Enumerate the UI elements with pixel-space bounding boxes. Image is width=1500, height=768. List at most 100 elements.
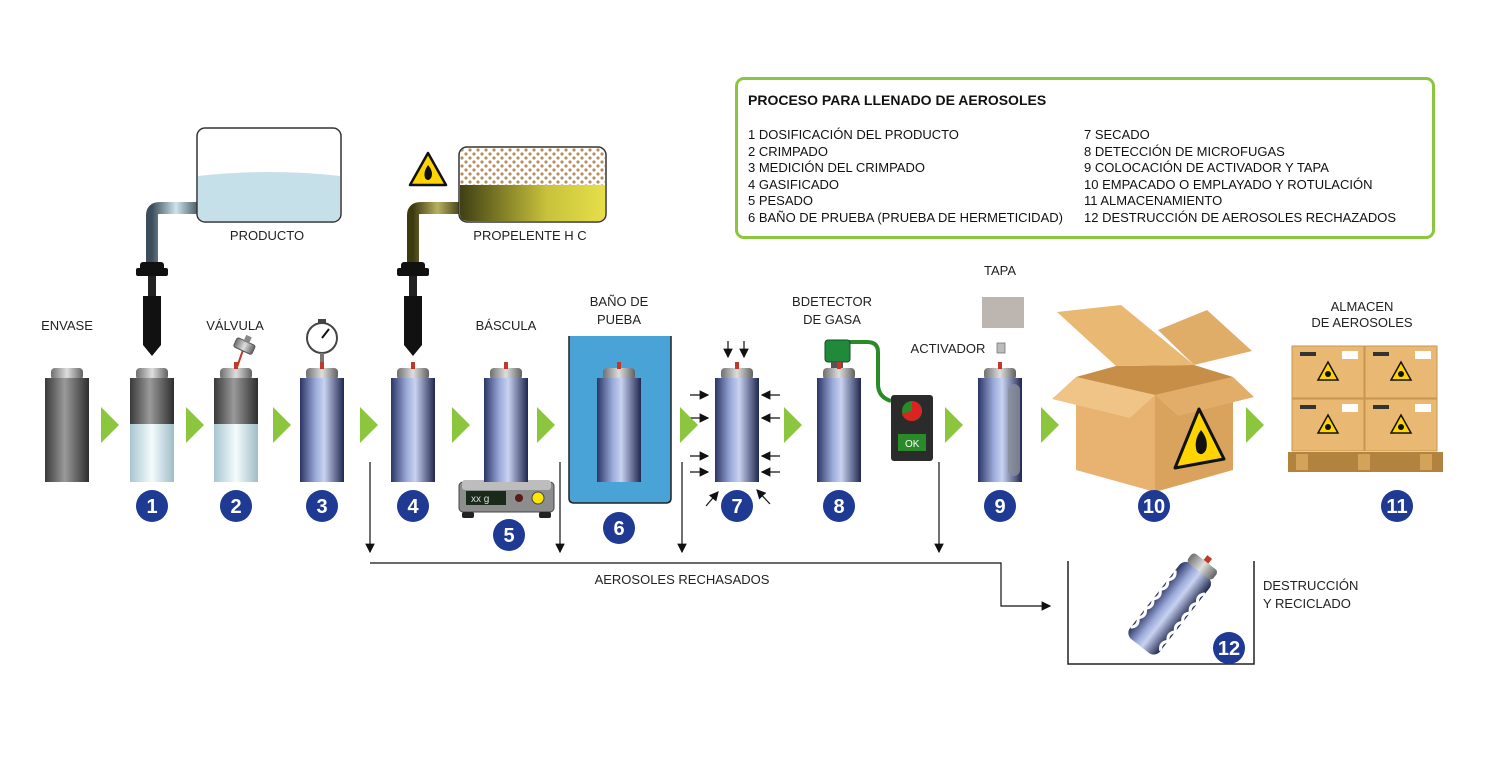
step-badge: 7 bbox=[721, 490, 753, 522]
step-number: 4 bbox=[407, 496, 419, 518]
label-almacen-2: DE AEROSOLES bbox=[1311, 315, 1412, 330]
aerosol-can bbox=[391, 362, 435, 482]
gauge-icon bbox=[306, 319, 338, 369]
warehouse-box bbox=[1291, 345, 1365, 399]
label-producto: PRODUCTO bbox=[230, 228, 304, 243]
detector-ok-label: OK bbox=[905, 439, 920, 450]
step-badge: 3 bbox=[306, 490, 338, 522]
aerosol-can bbox=[715, 362, 759, 482]
legend-item: 8 DETECCIÓN DE MICROFUGAS bbox=[1084, 143, 1285, 159]
step-badge: 2 bbox=[220, 490, 252, 522]
product-tank bbox=[136, 127, 342, 356]
step-badge: 4 bbox=[397, 490, 429, 522]
label-propelente: PROPELENTE H C bbox=[473, 228, 586, 243]
warehouse-box bbox=[1291, 398, 1365, 452]
flow-arrow-icon bbox=[680, 407, 698, 443]
label-rechazados: AEROSOLES RECHASADOS bbox=[595, 572, 770, 587]
scale-display: xx g bbox=[471, 494, 489, 505]
label-detector-2: DE GASA bbox=[803, 312, 861, 327]
dry-arrow bbox=[705, 491, 719, 507]
step-number: 3 bbox=[316, 496, 327, 518]
aerosol-can bbox=[817, 362, 861, 482]
label-almacen-1: ALMACEN bbox=[1331, 299, 1394, 314]
step-number: 9 bbox=[994, 496, 1005, 518]
legend-item: 11 ALMACENAMIENTO bbox=[1084, 193, 1223, 208]
label-valvula: VÁLVULA bbox=[206, 318, 264, 333]
legend-column-1: 1 DOSIFICACIÓN DEL PRODUCTO 2 CRIMPADO 3… bbox=[748, 127, 1063, 226]
gas-detector: OK bbox=[824, 339, 933, 461]
label-envase: ENVASE bbox=[41, 318, 93, 333]
scale: xx g bbox=[458, 480, 555, 518]
step-badge: 1 bbox=[136, 490, 168, 522]
step-number: 10 bbox=[1143, 496, 1165, 518]
step-number: 2 bbox=[230, 496, 241, 518]
step-number: 11 bbox=[1386, 496, 1407, 518]
label-destruccion-2: Y RECICLADO bbox=[1263, 596, 1351, 611]
step-number: 1 bbox=[146, 496, 157, 518]
flow-arrow-icon bbox=[273, 407, 291, 443]
label-activador: ACTIVADOR bbox=[911, 341, 986, 356]
aerosol-can bbox=[300, 362, 344, 482]
flow-arrow-icon bbox=[945, 407, 963, 443]
step-badge: 5 bbox=[493, 519, 525, 551]
drying-arrows bbox=[690, 341, 780, 507]
step-badge: 11 bbox=[1381, 490, 1413, 522]
labels: ENVASE PRODUCTO VÁLVULA PROPELENTE H C B… bbox=[41, 228, 1413, 611]
flammable-warning-icon bbox=[408, 151, 448, 187]
propellant-tank bbox=[397, 146, 607, 356]
aerosol-can bbox=[214, 362, 258, 482]
legend-column-2: 7 SECADO 8 DETECCIÓN DE MICROFUGAS 9 COL… bbox=[1084, 127, 1396, 226]
legend-item: 7 SECADO bbox=[1084, 127, 1150, 142]
flow-arrow-icon bbox=[1041, 407, 1059, 443]
step-badge: 12 bbox=[1213, 632, 1245, 664]
legend-item: 6 BAÑO DE PRUEBA (PRUEBA DE HERMETICIDAD… bbox=[748, 209, 1063, 225]
destruction-bin bbox=[1067, 553, 1255, 665]
step-number: 5 bbox=[503, 525, 514, 547]
legend-item: 9 COLOCACIÓN DE ACTIVADOR Y TAPA bbox=[1084, 160, 1329, 175]
flow-arrow-icon bbox=[360, 407, 378, 443]
warehouse-box bbox=[1364, 398, 1438, 452]
flow-arrow-icon bbox=[1246, 407, 1264, 443]
step-badge: 6 bbox=[603, 512, 635, 544]
label-detector-1: BDETECTOR bbox=[792, 294, 872, 309]
flow-arrow-icon bbox=[101, 407, 119, 443]
aerosol-can bbox=[130, 368, 174, 482]
cardboard-box bbox=[1052, 305, 1254, 492]
flow-arrow-icon bbox=[452, 407, 470, 443]
legend-item: 3 MEDICIÓN DEL CRIMPADO bbox=[748, 160, 925, 175]
legend-item: 4 GASIFICADO bbox=[748, 176, 840, 192]
label-bascula: BÁSCULA bbox=[476, 318, 537, 333]
aerosol-can bbox=[484, 362, 528, 482]
flammable-warning-icon bbox=[1173, 407, 1226, 470]
legend-title: PROCESO PARA LLENADO DE AEROSOLES bbox=[748, 92, 1047, 108]
flow-arrow-icon bbox=[537, 407, 555, 443]
legend-item: 1 DOSIFICACIÓN DEL PRODUCTO bbox=[748, 127, 959, 142]
step-number: 6 bbox=[613, 518, 624, 540]
flow-arrows bbox=[101, 407, 1264, 443]
warehouse-box bbox=[1364, 345, 1438, 399]
reject-lines bbox=[365, 462, 1052, 611]
step-number: 8 bbox=[833, 496, 844, 518]
dry-arrow bbox=[756, 489, 771, 505]
aerosol-can bbox=[978, 362, 1022, 482]
legend-item: 12 DESTRUCCIÓN DE AEROSOLES RECHAZADOS bbox=[1084, 209, 1397, 225]
label-bano-1: BAÑO DE bbox=[590, 294, 649, 309]
step-badge: 9 bbox=[984, 490, 1016, 522]
legend-item: 2 CRIMPADO bbox=[748, 143, 828, 159]
can-row bbox=[45, 362, 1022, 482]
warehouse-boxes bbox=[1288, 345, 1443, 472]
aerosol-can bbox=[45, 368, 89, 482]
label-tapa: TAPA bbox=[984, 263, 1016, 278]
label-destruccion-1: DESTRUCCIÓN bbox=[1263, 578, 1358, 593]
cap-part bbox=[982, 297, 1024, 354]
label-bano-2: PUEBA bbox=[597, 312, 641, 327]
process-legend: PROCESO PARA LLENADO DE AEROSOLES 1 DOSI… bbox=[735, 77, 1435, 239]
legend-item: 5 PESADO bbox=[748, 193, 814, 208]
step-badge: 10 bbox=[1138, 490, 1170, 522]
step-number: 7 bbox=[731, 496, 742, 518]
legend-item: 10 EMPACADO O EMPLAYADO Y ROTULACIÓN bbox=[1084, 176, 1373, 192]
step-number: 12 bbox=[1218, 638, 1240, 660]
